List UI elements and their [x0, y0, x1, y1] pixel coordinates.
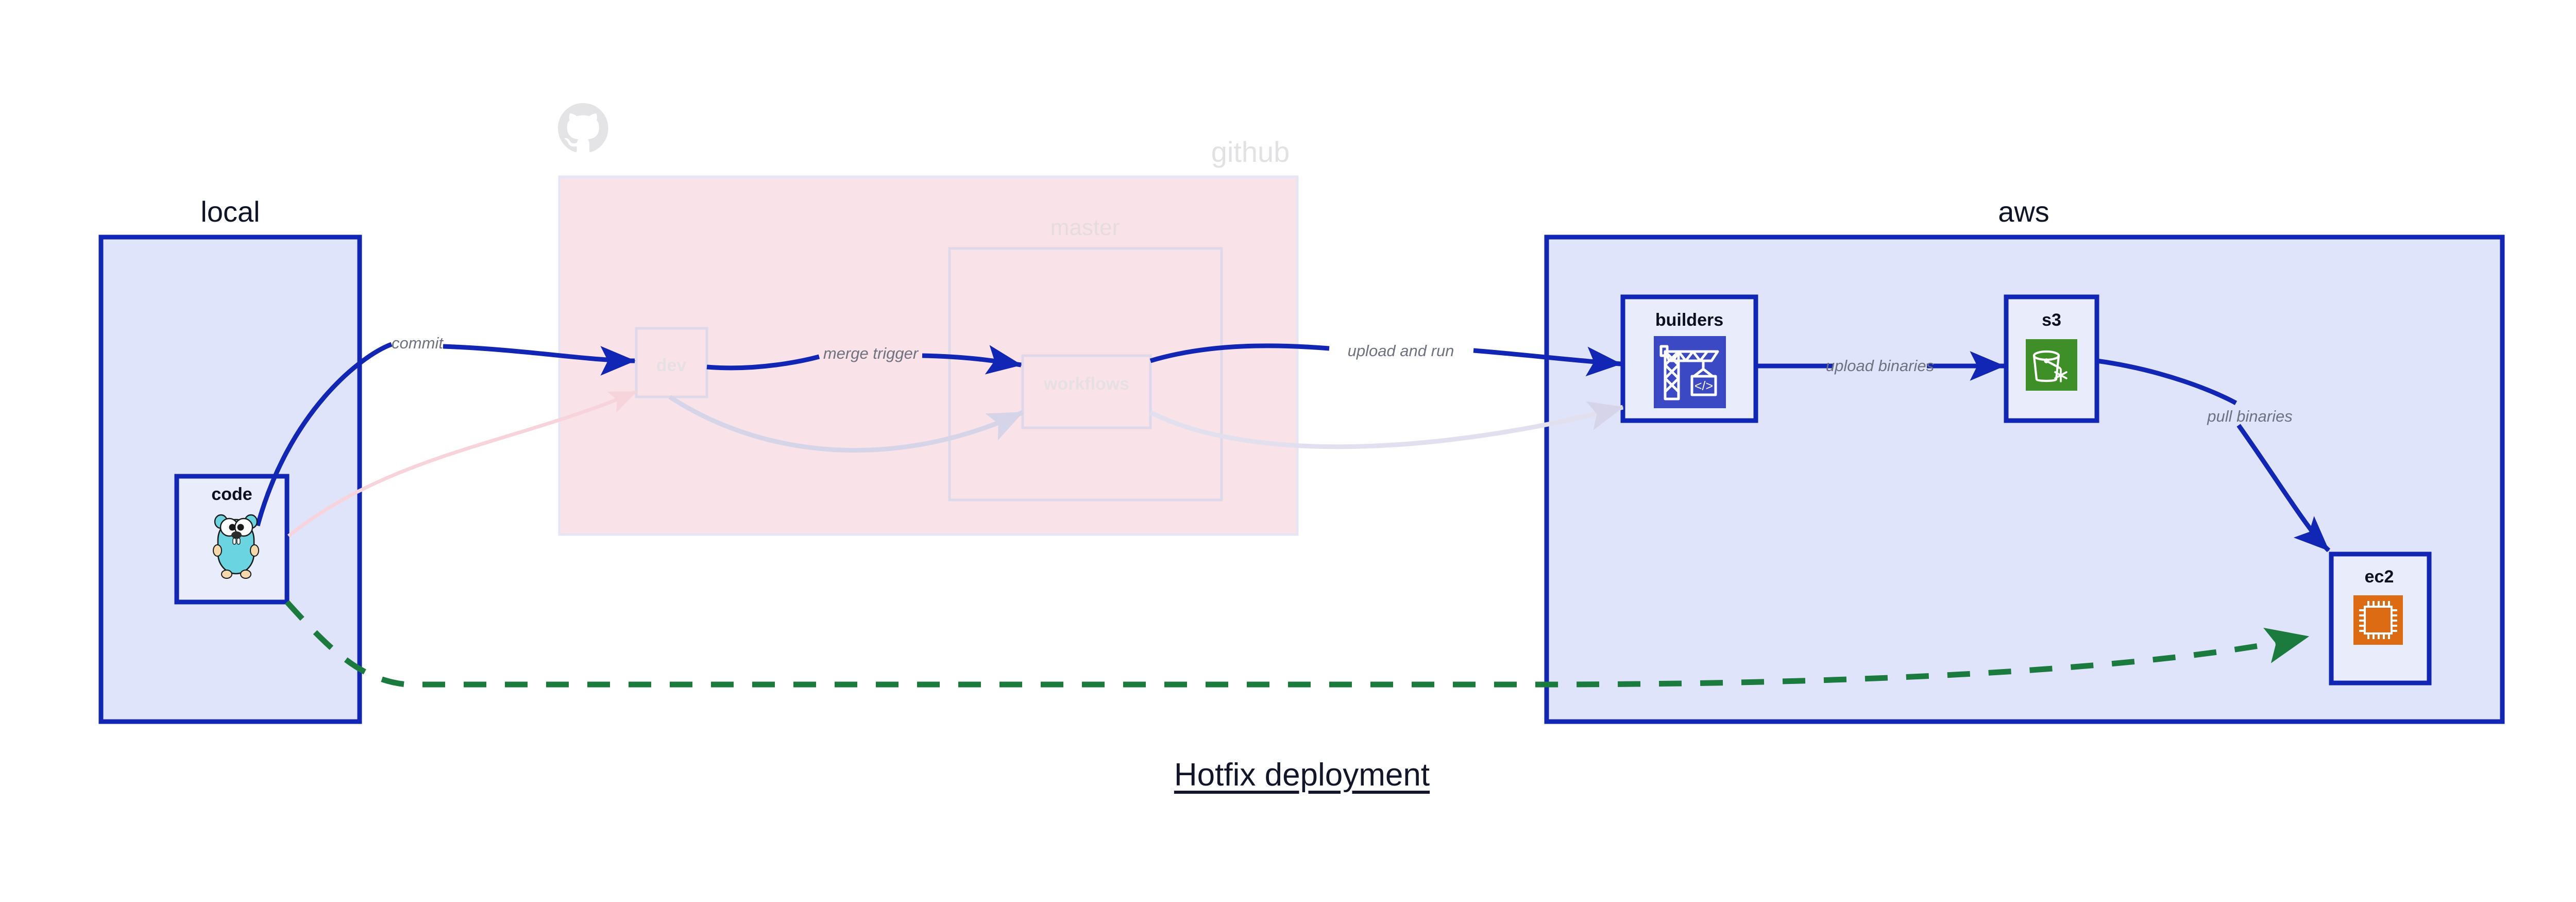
edge-label-pull-binaries: pull binaries — [2207, 407, 2293, 425]
subgroup-master — [948, 247, 1223, 502]
edge-hotfix-direct — [284, 600, 2310, 688]
aws-builder-crane-icon: </> — [1654, 336, 1726, 408]
ghost-edges — [287, 390, 1624, 538]
edge-pull-binaries — [2096, 358, 2331, 553]
node-label-dev: dev — [656, 356, 687, 375]
group-aws — [1544, 235, 2505, 724]
node-label-workflows: workflows — [1043, 374, 1130, 394]
node-label-code: code — [211, 485, 252, 504]
group-label-github: github — [1211, 136, 1290, 168]
node-label-s3: s3 — [2042, 310, 2061, 330]
edge-label-merge-trigger: merge trigger — [823, 344, 919, 362]
github-octocat-icon — [558, 103, 608, 153]
edge-commit — [255, 342, 636, 527]
group-label-aws: aws — [1998, 195, 2049, 228]
aws-s3-bucket-icon — [2026, 339, 2077, 391]
svg-text:</>: </> — [1694, 379, 1713, 393]
node-label-builders: builders — [1655, 310, 1724, 330]
node-label-ec2: ec2 — [2364, 567, 2394, 587]
edge-merge-trigger — [706, 345, 1022, 375]
node-box-workflows — [1021, 354, 1152, 429]
edge-label-upload-binaries: upload binaries — [1825, 357, 1935, 375]
page-title: Hotfix deployment — [1174, 757, 1430, 793]
subgroup-label-master: master — [1050, 215, 1120, 240]
go-gopher-icon — [213, 514, 259, 579]
group-label-local: local — [200, 195, 260, 228]
edge-label-upload-and-run: upload and run — [1347, 342, 1454, 360]
group-local — [98, 235, 362, 724]
edge-upload-and-run — [1149, 343, 1622, 377]
edge-label-commit: commit — [392, 334, 443, 352]
aws-ec2-cpu-icon — [2353, 595, 2403, 645]
